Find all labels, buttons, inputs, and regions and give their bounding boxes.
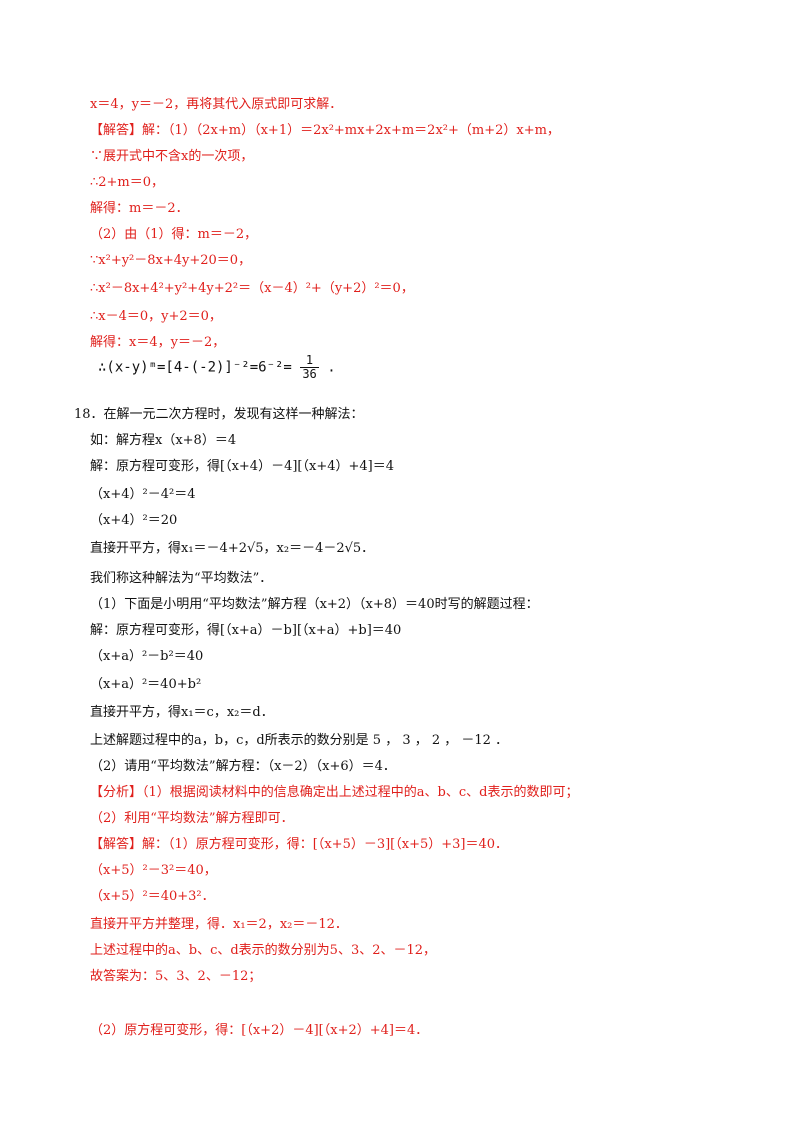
solution-line: （2）原方程可变形，得：[（x+2）－4][（x+2）+4]＝4． <box>90 1023 429 1038</box>
text-line: （x+4）²＝20 <box>90 513 178 528</box>
text-line: ∴x－4＝0，y+2＝0， <box>90 309 222 324</box>
text-line: 解：原方程可变形，得[（x+4）－4][（x+4）+4]＝4 <box>90 459 394 474</box>
text-line: 如：解方程x（x+8）＝4 <box>90 433 237 448</box>
text-line: （1）下面是小明用“平均数法”解方程（x+2）（x+8）＝40时写的解题过程： <box>90 597 539 612</box>
text-line: （x+a）²＝40+b² <box>90 677 202 692</box>
text-line: 【解答】解：（1）（2x+m）（x+1）＝2x²+mx+2x+m＝2x²+（m+… <box>90 123 560 138</box>
formula-end: . <box>327 359 336 376</box>
text-line: （x+a）²－b²＝40 <box>90 649 204 664</box>
solution-line: 故答案为：5、3、2、－12； <box>90 969 262 984</box>
solution-line: 【解答】解：（1）原方程可变形，得：[（x+5）－3][（x+5）+3]＝40． <box>90 837 509 852</box>
text-line: 解得：m＝－2． <box>90 201 189 216</box>
formula-left: ∴(x-y)ᵐ=[4-(-2)]⁻²=6⁻²= <box>98 359 292 376</box>
text-line: 直接开平方，得x₁＝c，x₂＝d． <box>90 705 274 720</box>
text-line: 解：原方程可变形，得[（x+a）－b][（x+a）+b]＝40 <box>90 623 402 638</box>
question-heading: 18．在解一元二次方程时，发现有这样一种解法： <box>74 407 364 422</box>
fraction-denominator: 36 <box>302 367 317 381</box>
solution-line: （x+5）²－3²＝40， <box>90 863 217 878</box>
fraction-numerator: 1 <box>300 354 319 368</box>
solution-line: 直接开平方并整理，得．x₁＝2，x₂＝－12． <box>90 917 348 932</box>
solution-line: 上述过程中的a、b、c、d表示的数分别为5、3、2、－12， <box>90 943 437 958</box>
text-line: （x+4）²－4²＝4 <box>90 487 196 502</box>
analysis-line: （2）利用“平均数法”解方程即可． <box>90 811 294 826</box>
text-line: 我们称这种解法为“平均数法”． <box>90 571 273 586</box>
text-line: ∴x²－8x+4²+y²+4y+2²＝（x－4）²+（y+2）²＝0， <box>90 281 414 296</box>
text-line: ∵展开式中不含x的一次项， <box>90 149 254 164</box>
text-line: ∵x²+y²－8x+4y+20＝0， <box>90 253 252 268</box>
text-line: （2）由（1）得：m＝－2， <box>90 227 258 242</box>
text-line: 解得：x＝4，y＝－2， <box>90 335 226 350</box>
solution-line: （x+5）²＝40+3²． <box>90 889 215 904</box>
analysis-line: 【分析】（1）根据阅读材料中的信息确定出上述过程中的a、b、c、d表示的数即可； <box>90 785 579 800</box>
text-line: （2）请用“平均数法”解方程：（x－2）（x+6）＝4． <box>90 759 396 774</box>
text-line: x＝4，y＝－2，再将其代入原式即可求解． <box>90 97 343 112</box>
text-line: ∴2+m＝0， <box>90 175 165 190</box>
fill-in-answer-line: 上述解题过程中的a，b，c，d所表示的数分别是 5 ， 3 ， 2 ， －12 … <box>90 733 509 748</box>
fraction: 1 36 <box>300 354 319 381</box>
text-line: 直接开平方，得x₁＝－4+2√5，x₂＝－4－2√5． <box>90 541 375 556</box>
power-formula: ∴(x-y)ᵐ=[4-(-2)]⁻²=6⁻²= 1 36 . <box>98 354 336 381</box>
